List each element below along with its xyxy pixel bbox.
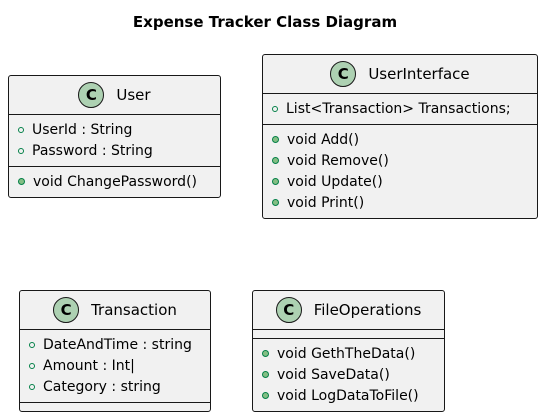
public-method-filled-circle-icon (272, 136, 279, 143)
public-method-filled-circle-icon (272, 199, 279, 206)
methods-section-empty (20, 403, 210, 411)
fields-section: List<Transaction> Transactions; (263, 94, 537, 124)
method-text: void LogDataToFile() (277, 387, 419, 404)
public-method-filled-circle-icon (262, 350, 269, 357)
field-text: Password : String (32, 142, 153, 159)
class-header: C Transaction (20, 291, 210, 329)
public-field-circle-icon (18, 147, 24, 154)
class-name: UserInterface (368, 65, 470, 83)
method-item: void Remove() (263, 150, 537, 171)
method-item: void Update() (263, 171, 537, 192)
method-item: void Print() (263, 192, 537, 213)
class-user[interactable]: C User UserId : String Password : String… (8, 75, 221, 198)
field-item: DateAndTime : string (20, 334, 210, 355)
method-item: void LogDataToFile() (253, 385, 444, 406)
field-item: Category : string (20, 376, 210, 397)
divider (263, 93, 537, 94)
public-field-circle-icon (29, 362, 35, 369)
fields-section: DateAndTime : string Amount : Int| Categ… (20, 330, 210, 402)
method-item: void GethTheData() (253, 343, 444, 364)
methods-section: void ChangePassword() (9, 167, 220, 197)
public-field-circle-icon (18, 126, 24, 133)
method-text: void ChangePassword() (33, 173, 197, 190)
field-text: Category : string (43, 378, 161, 395)
field-item: List<Transaction> Transactions; (263, 98, 537, 119)
class-name: User (116, 86, 151, 104)
public-method-filled-circle-icon (272, 157, 279, 164)
public-field-circle-icon (272, 105, 278, 112)
field-item: UserId : String (9, 119, 220, 140)
public-field-circle-icon (29, 383, 35, 390)
class-stereotype-icon: C (53, 297, 80, 323)
method-text: void SaveData() (277, 366, 390, 383)
divider (9, 166, 220, 167)
divider (253, 329, 444, 330)
field-item: Amount : Int| (20, 355, 210, 376)
class-header: C FileOperations (253, 291, 444, 329)
method-item: void SaveData() (253, 364, 444, 385)
fields-section: UserId : String Password : String (9, 115, 220, 166)
class-transaction[interactable]: C Transaction DateAndTime : string Amoun… (19, 290, 211, 412)
method-text: void GethTheData() (277, 345, 416, 362)
divider (20, 402, 210, 403)
method-text: void Update() (287, 173, 383, 190)
class-file-operations[interactable]: C FileOperations void GethTheData() void… (252, 290, 445, 412)
field-text: Amount : Int| (43, 357, 135, 374)
public-method-filled-circle-icon (272, 178, 279, 185)
divider (253, 338, 444, 339)
divider (9, 114, 220, 115)
public-method-filled-circle-icon (262, 392, 269, 399)
class-name: FileOperations (313, 301, 422, 319)
class-header: C User (9, 76, 220, 114)
method-text: void Print() (287, 194, 365, 211)
class-stereotype-icon: C (330, 61, 357, 87)
class-name: Transaction (91, 301, 177, 319)
public-method-filled-circle-icon (18, 178, 25, 185)
method-item: void Add() (263, 129, 537, 150)
divider (20, 329, 210, 330)
field-text: List<Transaction> Transactions; (286, 100, 511, 117)
divider (263, 124, 537, 125)
method-text: void Add() (287, 131, 360, 148)
methods-section: void GethTheData() void SaveData() void … (253, 339, 444, 411)
field-text: DateAndTime : string (43, 336, 192, 353)
public-method-filled-circle-icon (262, 371, 269, 378)
class-stereotype-icon: C (275, 297, 302, 323)
field-item: Password : String (9, 140, 220, 161)
public-field-circle-icon (29, 341, 35, 348)
class-stereotype-icon: C (78, 82, 105, 108)
class-header: C UserInterface (263, 55, 537, 93)
method-text: void Remove() (287, 152, 389, 169)
class-user-interface[interactable]: C UserInterface List<Transaction> Transa… (262, 54, 538, 219)
method-item: void ChangePassword() (9, 171, 220, 192)
methods-section: void Add() void Remove() void Update() v… (263, 125, 537, 218)
field-text: UserId : String (32, 121, 133, 138)
fields-section-empty (253, 330, 444, 338)
diagram-title: Expense Tracker Class Diagram (132, 13, 398, 31)
